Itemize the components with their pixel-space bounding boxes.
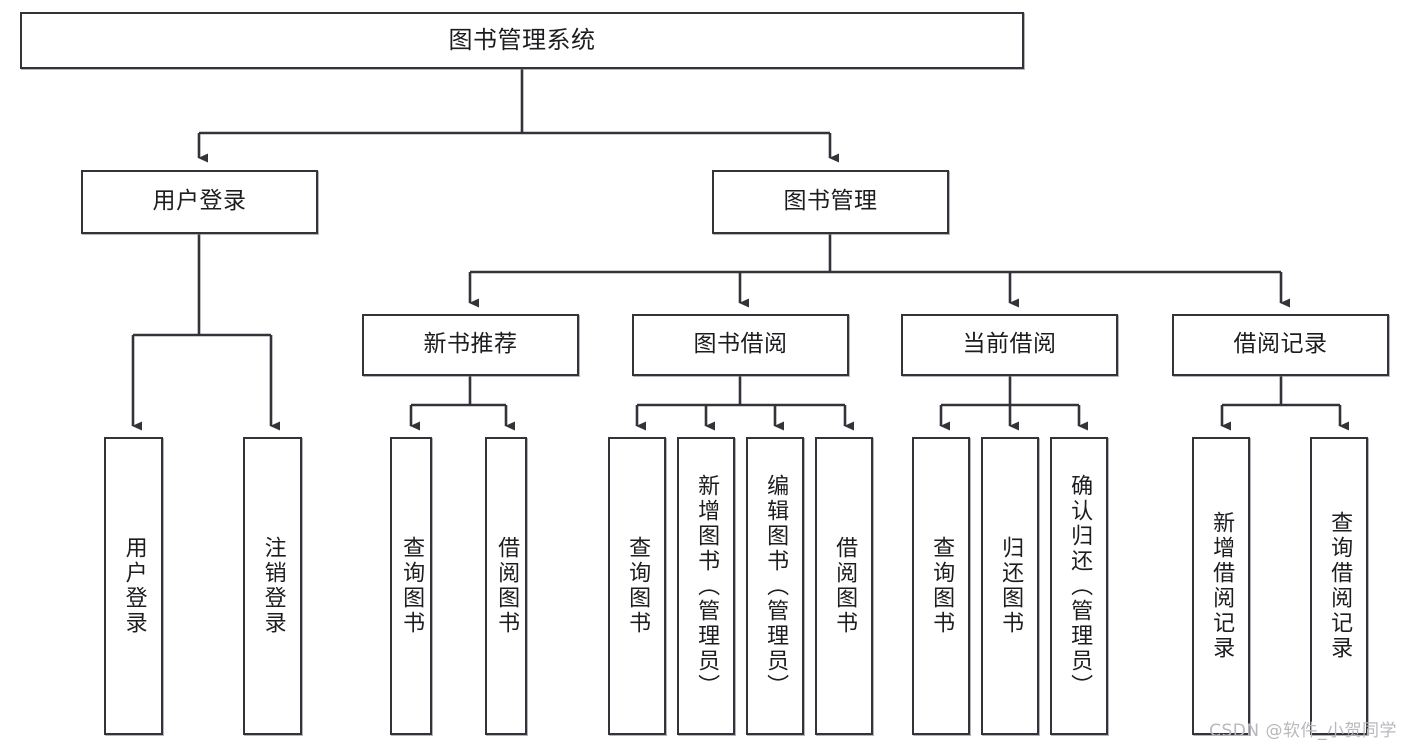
leaf-borrow-record-query-record[interactable]: 查询借阅记录 (1310, 437, 1368, 735)
node-label: 新增图书（管理员） (694, 473, 720, 699)
leaf-user-login-login[interactable]: 用户登录 (104, 437, 163, 735)
node-new-book-recommend[interactable]: 新书推荐 (362, 314, 579, 376)
node-borrow-record[interactable]: 借阅记录 (1172, 314, 1389, 376)
node-label: 归还图书 (998, 536, 1024, 636)
node-label: 查询借阅记录 (1327, 511, 1353, 661)
node-label: 借阅图书 (494, 536, 520, 636)
node-label: 新增借阅记录 (1209, 511, 1235, 661)
node-label: 确认归还（管理员） (1067, 473, 1093, 699)
leaf-book-borrow-add-book-admin[interactable]: 新增图书（管理员） (677, 437, 735, 735)
node-label: 新书推荐 (423, 331, 518, 358)
node-book-management[interactable]: 图书管理 (712, 170, 949, 234)
leaf-current-borrow-confirm-return-admin[interactable]: 确认归还（管理员） (1050, 437, 1108, 735)
leaf-new-book-borrow-book[interactable]: 借阅图书 (485, 437, 527, 735)
node-root-book-management-system[interactable]: 图书管理系统 (20, 12, 1024, 69)
node-current-borrow[interactable]: 当前借阅 (901, 314, 1118, 376)
node-label: 用户登录 (121, 536, 147, 636)
node-label: 查询图书 (399, 536, 425, 636)
leaf-book-borrow-query-book[interactable]: 查询图书 (608, 437, 666, 735)
node-label: 查询图书 (929, 536, 955, 636)
node-label: 编辑图书（管理员） (763, 473, 789, 699)
leaf-book-borrow-edit-book-admin[interactable]: 编辑图书（管理员） (746, 437, 804, 735)
node-label: 图书管理 (783, 188, 878, 215)
node-label: 注销登录 (260, 536, 286, 636)
node-label: 图书借阅 (693, 331, 788, 358)
leaf-borrow-record-add-record[interactable]: 新增借阅记录 (1192, 437, 1250, 735)
leaf-book-borrow-borrow-book[interactable]: 借阅图书 (815, 437, 873, 735)
leaf-current-borrow-return-book[interactable]: 归还图书 (981, 437, 1039, 735)
node-book-borrow[interactable]: 图书借阅 (632, 314, 849, 376)
node-user-login[interactable]: 用户登录 (81, 170, 318, 234)
leaf-new-book-query-book[interactable]: 查询图书 (390, 437, 432, 735)
node-label: 当前借阅 (962, 331, 1057, 358)
leaf-user-login-logout[interactable]: 注销登录 (243, 437, 302, 735)
node-label: 用户登录 (152, 188, 247, 215)
leaf-current-borrow-query-book[interactable]: 查询图书 (912, 437, 970, 735)
node-label: 借阅图书 (832, 536, 858, 636)
node-label: 图书管理系统 (448, 26, 596, 55)
node-label: 查询图书 (625, 536, 651, 636)
node-label: 借阅记录 (1233, 331, 1328, 358)
